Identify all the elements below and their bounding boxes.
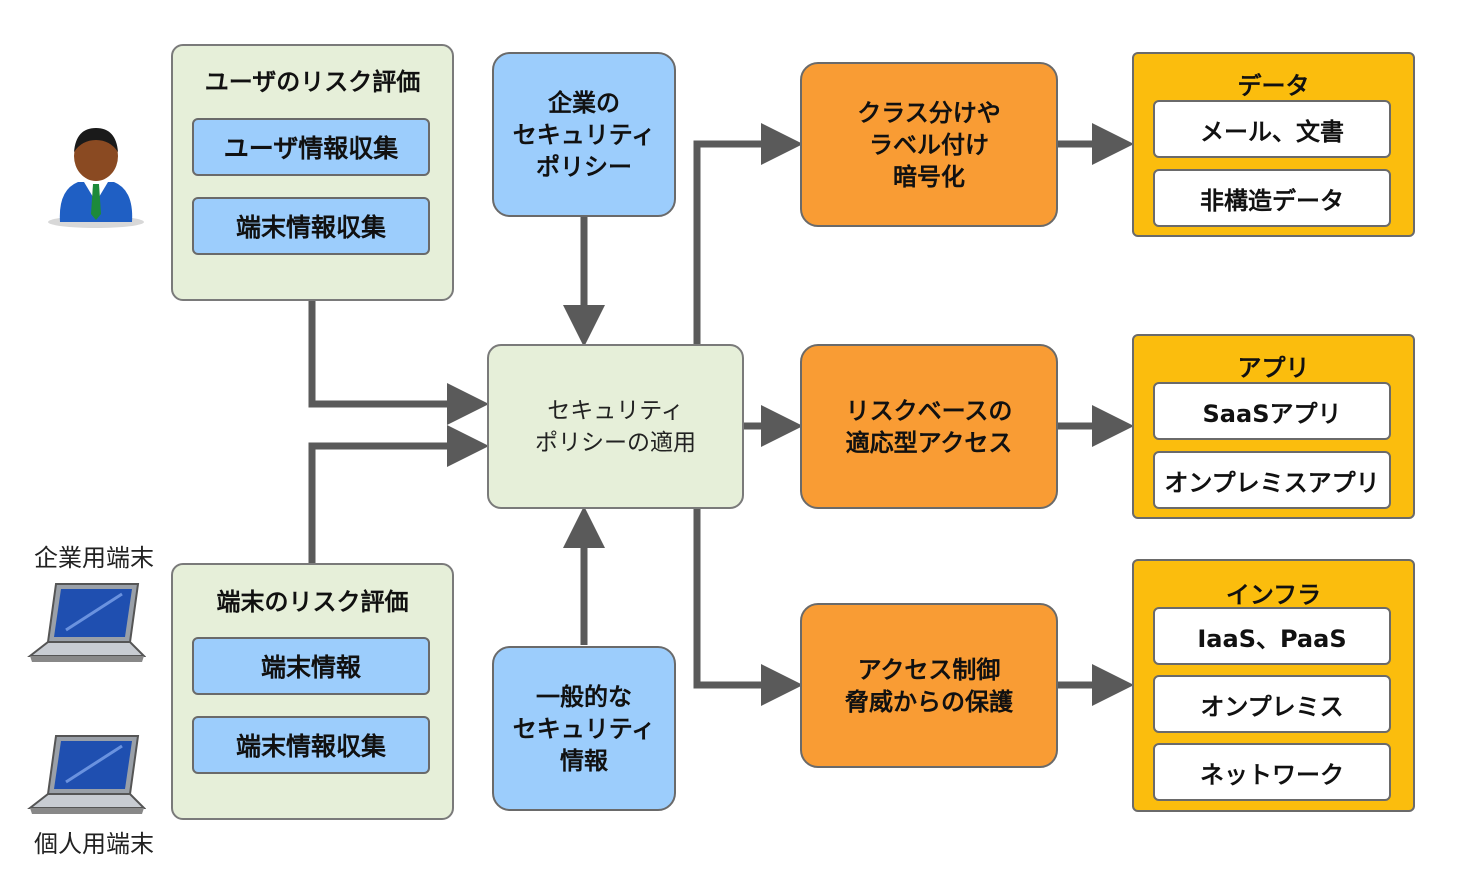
arrow-user-to-apply: [308, 301, 489, 425]
personal-device-label: 個人用端末: [34, 830, 154, 858]
action-classification-encryption: クラス分けや ラベル付け 暗号化: [800, 62, 1058, 227]
target-apps-item: オンプレミスアプリ: [1153, 451, 1391, 509]
target-data-item: 非構造データ: [1153, 169, 1391, 227]
target-apps-item: SaaSアプリ: [1153, 382, 1391, 440]
corporate-security-policy: 企業の セキュリティ ポリシー: [492, 52, 676, 217]
laptop-icon: [27, 735, 146, 814]
target-infra-title: インフラ: [1225, 581, 1322, 609]
general-security-info: 一般的な セキュリティ 情報: [492, 646, 676, 811]
arrow-apply-to-action-3: [693, 509, 803, 706]
device-info-collection: 端末情報収集: [192, 716, 430, 774]
action-access-control-protection: アクセス制御 脅威からの保護: [800, 603, 1058, 768]
laptop-icon: [27, 583, 146, 662]
user-person-icon: [48, 128, 144, 228]
device-risk-title: 端末のリスク評価: [216, 588, 409, 616]
target-infra-item: IaaS、PaaS: [1153, 607, 1391, 665]
apply-security-policy: セキュリティ ポリシーの適用: [487, 344, 744, 509]
target-apps-title: アプリ: [1237, 354, 1310, 382]
target-data-title: データ: [1237, 72, 1310, 100]
arrow-device-to-apply: [308, 425, 489, 563]
user-info-collection: ユーザ情報収集: [192, 118, 430, 176]
target-infra-item: オンプレミス: [1153, 675, 1391, 733]
target-infra-item: ネットワーク: [1153, 743, 1391, 801]
user-risk-title: ユーザのリスク評価: [204, 68, 421, 96]
device-info: 端末情報: [192, 637, 430, 695]
target-data-item: メール、文書: [1153, 100, 1391, 158]
arrow-apply-to-action-1: [693, 123, 803, 344]
action-risk-based-access: リスクベースの 適応型アクセス: [800, 344, 1058, 509]
corporate-device-label: 企業用端末: [34, 544, 154, 572]
user-device-info-collection: 端末情報収集: [192, 197, 430, 255]
